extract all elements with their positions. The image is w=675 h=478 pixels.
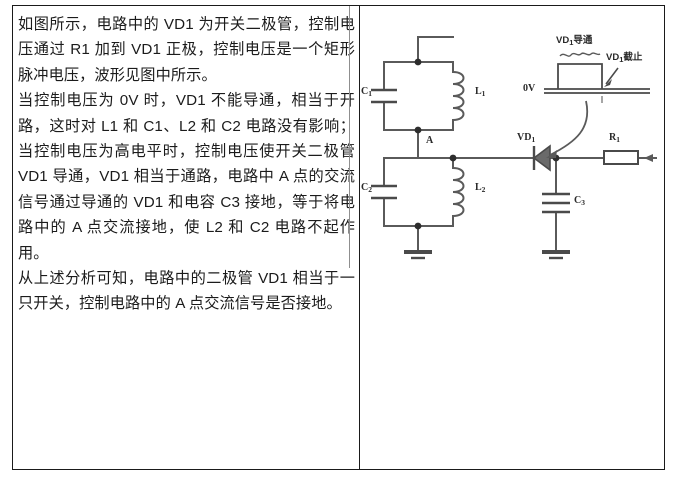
pulse-brace [559,52,601,57]
paragraph-1: 如图所示，电路中的 VD1 为开关二极管，控制电压通过 R1 加到 VD1 正极… [18,16,355,84]
junction-dots [414,58,560,230]
l1-inductor [452,71,465,121]
r1-resistor [603,150,639,165]
label-c1: C1 [361,86,372,98]
label-c3: C3 [574,195,585,207]
paragraph-3: 从上述分析可知，电路中的二极管 VD1 相当于一只开关，控制电路中的 A 点交流… [18,270,355,313]
label-vd1-cutoff: VD1截止 [606,52,643,64]
c3-capacitor [542,192,570,214]
pulse-waveform [557,63,603,89]
ground-c3 [542,250,570,260]
waveform-inset [544,52,650,158]
inner-rule-divider [349,6,350,268]
paragraph-2: 当控制电压为 0V 时，VD1 不能导通，相当于开路，这时对 L1 和 C1、L… [18,92,360,262]
c2-capacitor [371,184,397,200]
label-c2: C2 [361,182,372,194]
label-node-a: A [426,135,434,146]
figure-cell: C1 C2 C3 L1 L2 VD1 R1 A [360,6,664,469]
text-cell: 如图所示，电路中的 VD1 为开关二极管，控制电压通过 R1 加到 VD1 正极… [13,6,360,469]
content-table: 如图所示，电路中的 VD1 为开关二极管，控制电压通过 R1 加到 VD1 正极… [12,5,665,470]
cutoff-pointer-arrowhead [604,79,612,87]
label-vd1: VD1 [517,132,536,144]
circuit-schematic [371,36,657,260]
waveform-to-r1-curve [549,100,589,156]
label-r1: R1 [609,132,620,144]
control-input-arrowhead [644,154,653,162]
ground-tank2 [404,250,432,260]
label-waveform-zero: 0V [523,83,536,94]
label-l2: L2 [475,182,486,194]
label-vd1-conducting: VD1导通 [556,35,593,47]
label-l1: L1 [475,86,486,98]
waveform-to-r1-arrowhead [546,150,557,158]
cutoff-pointer-line [605,67,619,85]
c1-capacitor [371,88,397,104]
l2-inductor [452,167,465,217]
